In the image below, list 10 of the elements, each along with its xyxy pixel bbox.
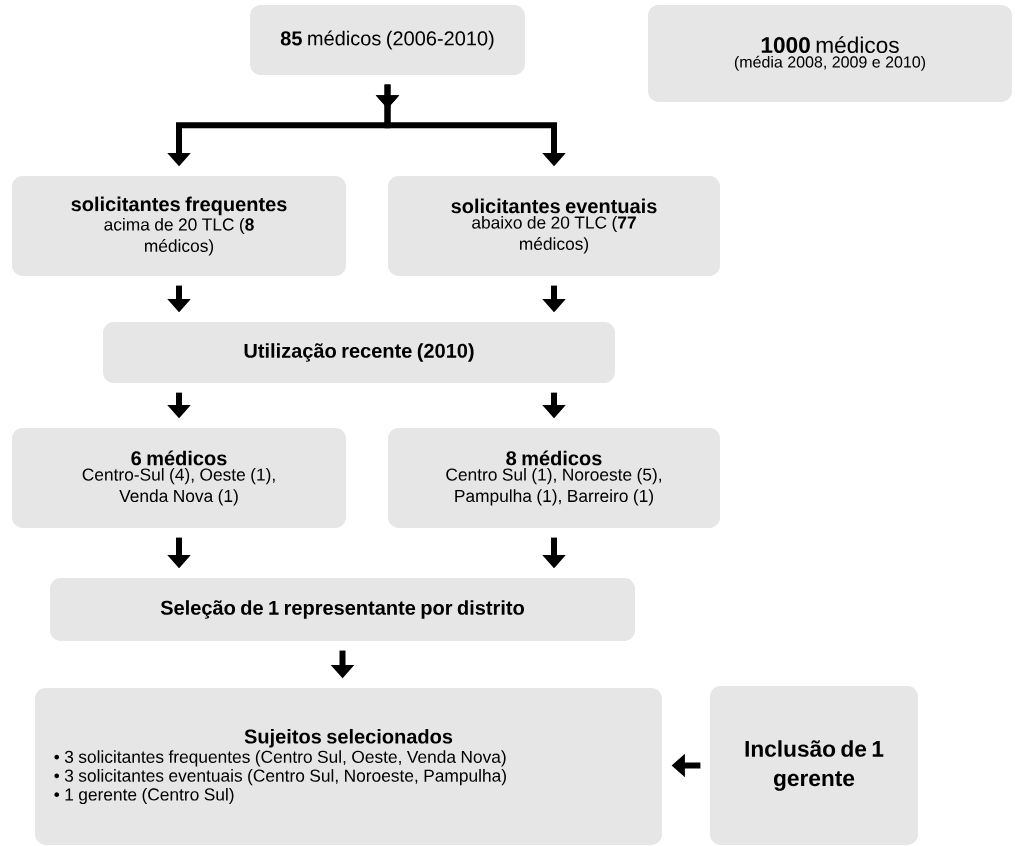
process-box: Seleção de 1 representante por distrito bbox=[49, 578, 636, 641]
process-box: 85 médicos (2006-2010) bbox=[250, 5, 525, 75]
process-box: Utilização recente (2010) bbox=[103, 321, 615, 384]
process-box: 8 médicos Centro Sul (1), Noroeste (5), Pampulha (1), Barreiro (1) bbox=[388, 428, 720, 528]
process-box: Inclusão de 1 gerente bbox=[710, 686, 918, 845]
process-box: 1000 médicos (média 2008, 2009 e 2010) bbox=[648, 4, 1012, 103]
process-box: solicitantes frequentes acima de 20 TLC (8 médicos) bbox=[12, 176, 346, 276]
process-box: 6 médicos Centro-Sul (4), Oeste (1), Venda Nova (1) bbox=[12, 428, 346, 528]
process-box: solicitantes eventuais abaixo de 20 TLC (77 médicos) bbox=[388, 176, 720, 276]
process-box: Sujeitos selecionados • 3 solicitantes frequentes (Centro Sul, Oeste, Venda Nova) • 3 solicitantes eventuais (Centro Sul, Noroeste, Pampulha) • 1 gerente (Centro Sul) bbox=[35, 687, 662, 846]
